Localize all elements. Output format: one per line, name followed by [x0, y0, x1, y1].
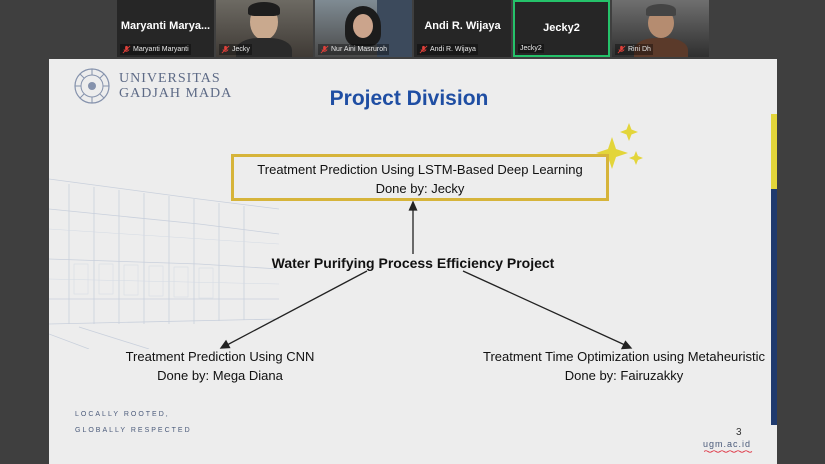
sparkle-icon — [620, 123, 638, 141]
participant-tile[interactable]: Maryanti Marya... Maryanti Maryanti — [117, 0, 214, 57]
university-logo: UNIVERSITAS GADJAH MADA — [73, 67, 232, 105]
mic-muted-icon — [419, 45, 428, 54]
participant-name: Nur Aini Masruroh — [331, 46, 388, 53]
participant-name: Jecky — [232, 46, 250, 53]
website-label: ugm.ac.id — [703, 439, 752, 449]
participant-strip: Maryanti Marya... Maryanti Maryanti Jeck… — [117, 0, 709, 57]
top-box-title: Treatment Prediction Using LSTM-Based De… — [257, 162, 583, 177]
spellcheck-underline — [704, 450, 753, 453]
slide-title: Project Division — [329, 87, 489, 110]
logo-line-1: UNIVERSITAS — [119, 71, 221, 86]
participant-display-name: Jecky2 — [543, 22, 580, 34]
participant-name: Andi R. Wijaya — [430, 46, 476, 53]
accent-bar-navy — [771, 189, 777, 425]
page-number: 3 — [736, 427, 742, 438]
video-feed-bookshelf — [377, 0, 412, 57]
participant-tile-active-speaker[interactable]: Jecky2 Jecky2 — [513, 0, 610, 57]
participant-name-label: Jecky2 — [518, 44, 544, 53]
video-feed-hair — [646, 4, 676, 16]
video-feed-hair — [248, 2, 280, 16]
ugm-seal-icon — [74, 68, 110, 104]
mic-muted-icon — [221, 45, 230, 54]
accent-bar-yellow — [771, 114, 777, 189]
participant-name-label: Jecky — [219, 44, 252, 55]
left-subproject-title: Treatment Prediction Using CNN — [125, 349, 315, 364]
left-subproject: Treatment Prediction Using CNN Done by: … — [105, 347, 335, 385]
participant-tile[interactable]: Rini Dh — [612, 0, 709, 57]
participant-name-label: Andi R. Wijaya — [417, 44, 478, 55]
left-subproject-owner: Done by: Mega Diana — [157, 368, 283, 383]
participant-name-label: Maryanti Maryanti — [120, 44, 191, 55]
video-feed-body — [634, 38, 688, 57]
tagline-line-1: LOCALLY ROOTED, — [75, 411, 170, 418]
mic-muted-icon — [617, 45, 626, 54]
mic-muted-icon — [122, 45, 131, 54]
participant-name: Rini Dh — [628, 46, 651, 53]
sparkle-icon — [629, 151, 643, 165]
right-subproject-owner: Done by: Fairuzakky — [564, 368, 684, 383]
main-project-label: Water Purifying Process Efficiency Proje… — [271, 255, 555, 271]
participant-display-name: Maryanti Marya... — [120, 20, 211, 32]
participant-tile[interactable]: Nur Aini Masruroh — [315, 0, 412, 57]
participant-name-label: Rini Dh — [615, 44, 653, 55]
shared-slide: UNIVERSITAS GADJAH MADA Project Division… — [49, 59, 777, 464]
video-feed-face — [353, 14, 373, 38]
participant-tile[interactable]: Andi R. Wijaya Andi R. Wijaya — [414, 0, 511, 57]
arrow-to-left-leaf — [226, 270, 368, 346]
slide-decorations — [219, 123, 643, 350]
participant-display-name: Andi R. Wijaya — [424, 20, 501, 32]
logo-line-2: GADJAH MADA — [119, 86, 233, 101]
participant-name: Maryanti Maryanti — [133, 46, 189, 53]
mic-muted-icon — [320, 45, 329, 54]
participant-name: Jecky2 — [520, 45, 542, 52]
top-project-box: Treatment Prediction Using LSTM-Based De… — [231, 154, 609, 201]
video-feed-body — [236, 38, 292, 57]
top-box-owner: Done by: Jecky — [375, 181, 465, 196]
building-illustration — [49, 178, 279, 349]
participant-name-label: Nur Aini Masruroh — [318, 44, 390, 55]
participant-tile[interactable]: Jecky — [216, 0, 313, 57]
right-subproject-title: Treatment Time Optimization using Metahe… — [482, 349, 765, 364]
right-subproject: Treatment Time Optimization using Metahe… — [464, 347, 777, 385]
tagline-line-2: GLOBALLY RESPECTED — [75, 427, 192, 434]
sparkle-icon — [596, 137, 628, 169]
arrow-to-right-leaf — [462, 270, 626, 346]
